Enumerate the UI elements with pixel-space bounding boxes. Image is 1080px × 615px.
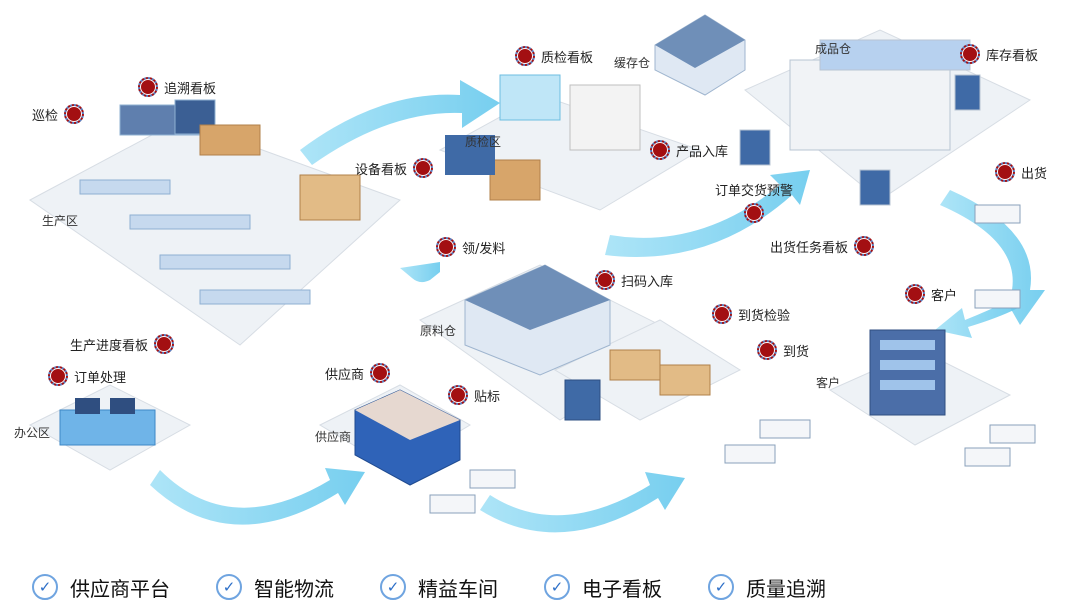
trucks — [429, 204, 1036, 514]
marker-label: 出货任务看板 — [770, 240, 849, 256]
staging-warehouse — [654, 14, 746, 96]
finished-goods-racks — [739, 39, 981, 206]
zone-production: 生产区 — [42, 214, 79, 228]
zone-inspection: 质检区 — [465, 135, 502, 149]
factory-flow-diagram: 生产区 质检区 缓存仓 成品仓 原料仓 供应商 客户 办公区 巡检 追溯看板 设… — [14, 14, 1047, 533]
marker-label-sticking: 贴标 — [448, 385, 500, 405]
feature-label: 质量追溯 — [746, 576, 826, 601]
feature-item: ✓ 精益车间 — [380, 573, 498, 602]
marker-label: 扫码入库 — [621, 274, 674, 290]
marker-dot-icon — [854, 236, 875, 256]
marker-dot-icon — [448, 385, 468, 405]
marker-qc-board: 质检看板 — [515, 46, 593, 66]
marker-dot-icon — [744, 203, 764, 223]
marker-ship: 出货 — [995, 162, 1047, 182]
marker-label: 客户 — [931, 288, 958, 304]
marker-dot-icon — [650, 140, 670, 160]
feature-item: ✓ 智能物流 — [216, 573, 334, 602]
marker-dot-icon — [515, 46, 535, 66]
supplier-building — [354, 389, 461, 486]
marker-ship-task-board: 出货任务看板 — [770, 236, 875, 256]
check-icon: ✓ — [32, 574, 58, 600]
feature-list: ✓ 供应商平台 ✓ 智能物流 ✓ 精益车间 ✓ 电子看板 ✓ 质量追溯 — [0, 562, 1080, 612]
raw-warehouse — [464, 264, 611, 376]
zone-staging: 缓存仓 — [614, 56, 651, 70]
marker-customer: 客户 — [905, 284, 957, 304]
marker-dot-icon — [154, 334, 175, 354]
marker-arrival-check: 到货检验 — [712, 304, 790, 324]
feature-item: ✓ 质量追溯 — [708, 573, 826, 602]
marker-label: 库存看板 — [986, 48, 1039, 64]
marker-dot-icon — [436, 237, 456, 257]
marker-dot-icon — [757, 340, 777, 360]
zone-raw-warehouse: 原料仓 — [420, 324, 457, 338]
marker-label: 订单处理 — [74, 370, 127, 386]
marker-label: 到货检验 — [738, 308, 791, 324]
marker-progress-board: 生产进度看板 — [70, 334, 175, 354]
marker-label: 产品入库 — [676, 144, 729, 160]
marker-dot-icon — [48, 366, 68, 386]
marker-dot-icon — [712, 304, 732, 324]
zone-supplier-building: 供应商 — [315, 430, 352, 444]
marker-scan-in: 扫码入库 — [595, 270, 673, 290]
production-machines — [79, 99, 361, 305]
marker-label: 巡检 — [32, 108, 59, 124]
marker-order-delivery-warning: 订单交货预警 — [715, 180, 793, 223]
marker-supplier: 供应商 — [325, 363, 391, 383]
marker-material-issue: 领/发料 — [436, 237, 505, 257]
marker-order-processing: 订单处理 — [48, 366, 126, 386]
marker-label: 订单交货预警 — [715, 184, 794, 199]
marker-trace-board: 追溯看板 — [138, 77, 216, 97]
inspection-area — [445, 74, 641, 201]
check-icon: ✓ — [544, 574, 570, 600]
marker-label: 出货 — [1021, 166, 1048, 182]
marker-dot-icon — [595, 270, 615, 290]
feature-label: 精益车间 — [418, 576, 498, 601]
customer-building — [869, 329, 946, 416]
check-icon: ✓ — [708, 574, 734, 600]
feature-item: ✓ 电子看板 — [544, 573, 662, 602]
marker-label: 供应商 — [325, 367, 365, 383]
marker-dot-icon — [960, 44, 980, 64]
office-desks — [59, 398, 156, 446]
marker-label: 追溯看板 — [164, 81, 217, 97]
marker-dot-icon — [64, 104, 85, 124]
diagram-art — [28, 14, 1045, 533]
check-icon: ✓ — [216, 574, 242, 600]
marker-label: 贴标 — [474, 389, 501, 405]
zone-customer: 客户 — [816, 376, 841, 390]
feature-item: ✓ 供应商平台 — [32, 573, 170, 602]
marker-dot-icon — [995, 162, 1015, 182]
arrival-boxes — [564, 349, 711, 421]
marker-label: 领/发料 — [462, 241, 506, 257]
feature-label: 供应商平台 — [70, 576, 170, 601]
marker-dot-icon — [413, 158, 434, 178]
marker-label: 设备看板 — [355, 162, 408, 178]
marker-stock-board: 库存看板 — [960, 44, 1038, 64]
marker-label: 到货 — [783, 344, 810, 360]
marker-dot-icon — [905, 284, 925, 304]
marker-arrival: 到货 — [757, 340, 809, 360]
marker-dot-icon — [370, 363, 391, 383]
check-icon: ✓ — [380, 574, 406, 600]
marker-label: 质检看板 — [541, 50, 594, 66]
zone-office: 办公区 — [14, 426, 51, 440]
marker-label: 生产进度看板 — [70, 338, 149, 354]
marker-patrol: 巡检 — [32, 104, 85, 124]
marker-product-in: 产品入库 — [650, 140, 728, 160]
zone-finished-warehouse: 成品仓 — [815, 42, 852, 56]
feature-label: 电子看板 — [582, 576, 662, 601]
marker-equipment-board: 设备看板 — [355, 158, 434, 178]
feature-label: 智能物流 — [254, 576, 334, 601]
marker-dot-icon — [138, 77, 158, 97]
